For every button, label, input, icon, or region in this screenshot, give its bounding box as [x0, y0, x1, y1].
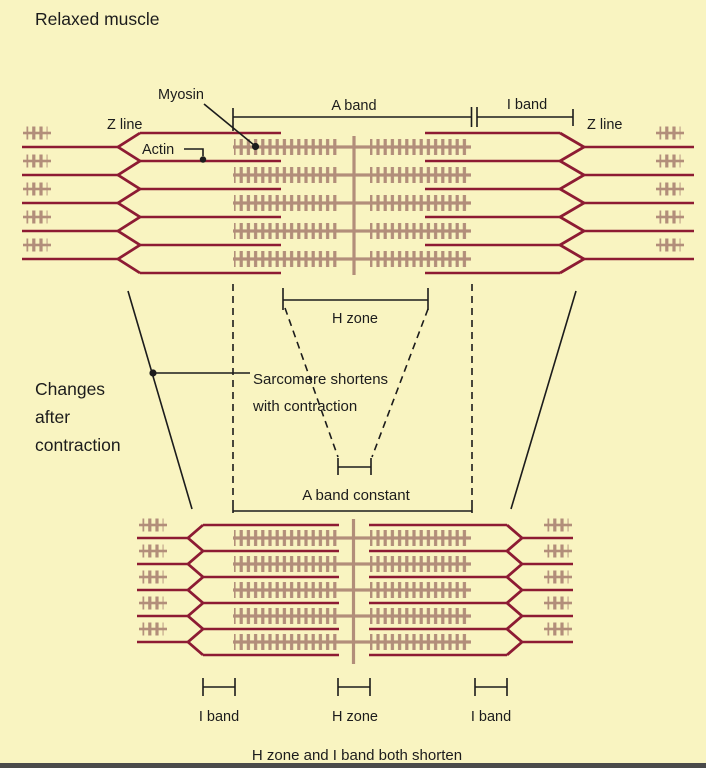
relaxed-sarcomere [22, 126, 694, 275]
z-line-projection-left [127, 290, 193, 510]
a-band-bracket [232, 107, 478, 131]
contracted-sarcomere [137, 518, 573, 664]
i-band-bracket [477, 109, 574, 126]
actin-leader-line [184, 148, 204, 156]
m-line [352, 136, 356, 275]
contracted-annotations: I band H zone I band H zone and I band b… [199, 678, 511, 764]
actin-outside-right [522, 536, 573, 644]
actin-filaments [203, 523, 507, 657]
sarcomere-note-line2: with contraction [252, 398, 357, 415]
i-band-left-label: I band [199, 709, 239, 725]
z-line-right [504, 523, 525, 657]
z-line-left [185, 523, 206, 657]
z-line-left-label: Z line [107, 117, 142, 133]
myosin-leader-line [203, 103, 255, 146]
actin-outside-right [584, 145, 694, 261]
h-zone-bracket-bottom [337, 678, 371, 696]
z-line-left [115, 131, 143, 275]
i-band-bracket-bottom-right [474, 678, 508, 696]
changes-label-line3: contraction [35, 435, 121, 455]
myosin-stubs-left [23, 126, 51, 252]
contracted-h-zone-bracket [337, 458, 372, 475]
a-band-label: A band [331, 98, 376, 114]
figure-title: Relaxed muscle [35, 9, 160, 29]
relaxed-annotations: Relaxed muscle Myosin Z line Actin A ban… [35, 9, 622, 163]
i-band-right-label: I band [471, 709, 511, 725]
a-band-constant-label: A band constant [302, 487, 410, 504]
h-zone-funnel-right [371, 308, 429, 458]
changes-label-line1: Changes [35, 379, 105, 399]
myosin-stubs-right [544, 518, 572, 636]
transition-annotations: H zone Sarcomere shortens with contracti… [35, 284, 577, 513]
h-zone-bracket [282, 288, 429, 310]
actin-label: Actin [142, 142, 174, 158]
changes-label-line2: after [35, 407, 70, 427]
z-line-right-label: Z line [587, 117, 622, 133]
i-band-label: I band [507, 97, 547, 113]
h-zone-bottom-label: H zone [332, 709, 378, 725]
actin-leader-dot [199, 156, 207, 163]
actin-outside-left [137, 536, 188, 644]
sarcomere-note-line1: Sarcomere shortens [253, 371, 388, 388]
figure-caption: H zone and I band both shorten [252, 747, 462, 764]
h-zone-funnel-left [284, 307, 339, 458]
m-line [351, 519, 356, 664]
z-line-right [557, 131, 587, 275]
myosin-leader-dot [251, 142, 260, 151]
i-band-bracket-bottom-left [202, 678, 236, 696]
myosin-stubs-right [656, 126, 684, 252]
myosin-filaments [233, 139, 471, 267]
myosin-stubs-left [139, 518, 167, 636]
myosin-label: Myosin [158, 87, 204, 103]
bottom-border-strip [0, 763, 706, 768]
a-band-constant-bracket [232, 500, 473, 513]
actin-outside-left [22, 145, 118, 261]
z-line-projection-right [510, 290, 577, 510]
h-zone-label: H zone [332, 311, 378, 327]
actin-filaments [140, 131, 560, 275]
